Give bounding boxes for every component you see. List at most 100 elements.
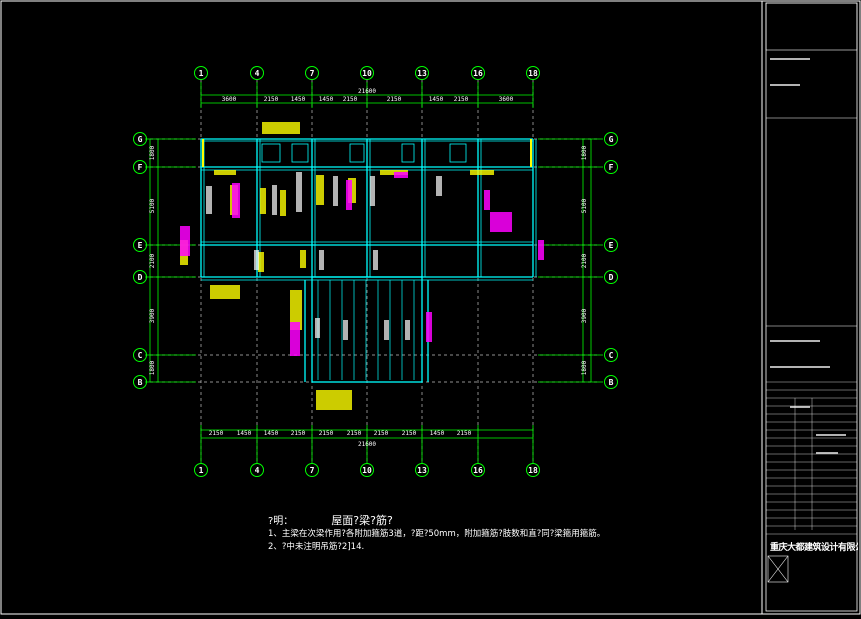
grid-bubble: [133, 375, 147, 389]
dimension-value: 1800: [149, 145, 156, 160]
beam-label-mark: [319, 250, 324, 270]
grid-bubble-label: 18: [528, 466, 538, 475]
dimension-value: 2150: [457, 430, 472, 437]
dimension-value: 2150: [291, 430, 306, 437]
dimension-value: 1450: [319, 96, 334, 103]
dimension-value: 1450: [291, 96, 306, 103]
grid-bubble-label: 7: [310, 466, 315, 475]
grid-bubble-label: F: [138, 163, 143, 172]
title-block-text-mark: [790, 406, 810, 408]
grid-bubble: [604, 375, 618, 389]
grid-bubble-label: 1: [199, 69, 204, 78]
grid-bubble-label: 13: [417, 69, 427, 78]
grid-bubble: [604, 270, 618, 284]
beam-label-mark: [384, 320, 389, 340]
dimension-value: 2150: [347, 430, 362, 437]
dimension-value: 2150: [319, 430, 334, 437]
logo-mark: [767, 555, 789, 583]
grid-bubble-label: 16: [473, 69, 483, 78]
title-block-text-mark: [816, 434, 846, 436]
grid-bubble: [604, 348, 618, 362]
logo-box: [767, 555, 789, 583]
company-name: 重庆大都建筑设计有限公司: [770, 543, 858, 553]
total-dimension: 21600: [358, 441, 376, 448]
grid-bubble-label: 10: [362, 69, 372, 78]
dimension-value: 1800: [149, 360, 156, 375]
title-block-text-mark: [770, 58, 810, 60]
grid-bubble-label: G: [138, 135, 143, 144]
dimension-value: 3900: [149, 308, 156, 323]
grid-bubble: [604, 160, 618, 174]
dimension-value: 2100: [581, 253, 588, 268]
dimension-value: 3600: [222, 96, 237, 103]
title-block-frame: [765, 2, 858, 612]
notes-label: ?明：: [268, 516, 294, 527]
dimension-value: 2150: [387, 96, 402, 103]
dimension-value: 3600: [499, 96, 514, 103]
grid-bubble: [133, 132, 147, 146]
grid-bubble-label: E: [609, 241, 614, 250]
grid-bubble: [194, 463, 208, 477]
beam-label-mark: [214, 170, 236, 175]
title-block-text-mark: [770, 366, 830, 368]
beam-label-mark: [316, 175, 324, 205]
beam-label-mark: [258, 252, 264, 272]
grid-bubble-label: F: [609, 163, 614, 172]
grid-bubble-label: C: [138, 351, 143, 360]
dimension-value: 2150: [374, 430, 389, 437]
beam-label-mark: [333, 176, 338, 206]
title-block-text-mark: [770, 340, 820, 342]
dimension-value: 1800: [581, 360, 588, 375]
grid-bubble-label: D: [138, 273, 143, 282]
grid-bubble: [250, 66, 264, 80]
grid-bubble: [133, 238, 147, 252]
beam-label-mark: [343, 320, 348, 340]
beam-label-mark: [484, 190, 490, 210]
grid-bubble-label: 4: [255, 69, 260, 78]
beam-labels: [180, 122, 544, 410]
grid-bubble: [360, 66, 374, 80]
beam-label-mark: [373, 250, 378, 270]
grid-bubble: [133, 160, 147, 174]
beam-label-mark: [206, 186, 212, 214]
beam-label-mark: [290, 290, 302, 330]
beam-label-mark: [316, 390, 352, 410]
beam-label-mark: [300, 250, 306, 268]
grid-bubble-label: 10: [362, 466, 372, 475]
grid-bubble-label: D: [609, 273, 614, 282]
beam-label-mark: [426, 312, 432, 342]
general-notes: ?明：屋面?梁?筋? 1、主梁在次梁作用?各附加箍筋3道，?距?50mm，附加箍…: [268, 514, 605, 554]
grid-bubble: [250, 463, 264, 477]
beam-label-mark: [490, 212, 512, 232]
beam-label-mark: [315, 318, 320, 338]
grid-bubble: [305, 463, 319, 477]
beam-label-mark: [180, 226, 190, 256]
note-line-2: 2、?中未注明吊筋?2]14.: [268, 542, 365, 552]
grid-bubble-label: 1: [199, 466, 204, 475]
grid-bubble: [415, 463, 429, 477]
grid-bubble: [415, 66, 429, 80]
beam-label-mark: [290, 322, 300, 356]
opening: [291, 143, 309, 163]
grid-bubble-label: 13: [417, 466, 427, 475]
dimension-value: 2150: [343, 96, 358, 103]
grid-bubble: [604, 132, 618, 146]
notes-title: 屋面?梁?筋?: [331, 514, 393, 527]
beam-label-mark: [405, 320, 410, 340]
dimension-value: 2150: [264, 96, 279, 103]
beam-label-mark: [370, 176, 375, 206]
grid-bubble-label: 7: [310, 69, 315, 78]
beam-label-mark: [346, 180, 352, 210]
beam-label-mark: [262, 122, 300, 134]
beam-label-mark: [232, 183, 240, 218]
grid-bubble: [133, 270, 147, 284]
dimension-value: 5100: [581, 198, 588, 213]
opening: [261, 143, 281, 163]
grid-bubble-label: B: [138, 378, 143, 387]
beam-label-mark: [254, 250, 259, 270]
beam-label-mark: [272, 185, 277, 215]
beam-label-mark: [436, 176, 442, 196]
